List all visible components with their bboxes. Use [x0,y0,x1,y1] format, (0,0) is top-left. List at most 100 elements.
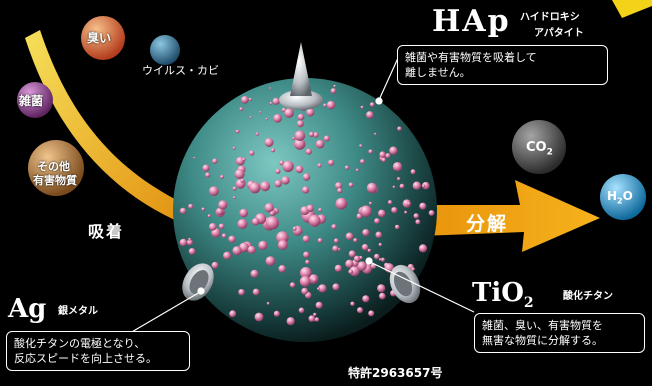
ag-name: 銀メタル [58,306,98,317]
pink-particle [275,168,281,174]
pink-particle [313,312,317,317]
pink-particle [368,310,375,317]
pink-particle [350,301,355,306]
ag-note-line1: 酸化チタンの電極となり、 [14,337,146,350]
pink-particle [264,138,274,147]
pink-particle [242,157,246,162]
pink-particle [367,248,371,253]
ag-note-box: 酸化チタンの電極となり、 反応スピードを向上させる。 [6,331,190,371]
pink-particle [378,258,382,261]
pink-particle [232,146,236,150]
pink-particle [218,223,225,230]
pink-particle [249,116,252,119]
pink-particle [273,114,282,123]
pink-particle [428,210,435,216]
co2-sub: 2 [546,147,553,158]
pink-particle [239,208,248,218]
pink-particle [286,317,295,326]
pink-particle [369,102,375,107]
pink-particle [392,162,403,172]
pink-particle [188,237,192,241]
pink-particle [269,101,273,105]
pink-particle [311,276,318,283]
pink-particle [249,150,255,156]
pink-particle [410,169,416,175]
pink-particle [247,245,256,254]
ag-note-line2: 反応スピードを向上させる。 [14,352,157,365]
pink-particle [357,261,367,271]
pink-particle [232,246,242,256]
pink-particle [318,208,323,212]
pink-particle [345,259,354,268]
pink-particle [270,148,276,153]
pink-particle [415,219,421,225]
tio2-main: TiO [472,278,524,308]
adsorption-label: 吸着 [88,222,125,241]
pink-particle [360,205,372,218]
pink-particle [179,207,187,215]
pink-particle [335,182,343,190]
pink-particle [188,203,194,209]
hap-note-box: 雑菌や有害物質を吸着して 離しません。 [397,45,608,85]
pink-particle [333,238,339,244]
pink-particle [216,208,224,216]
pink-particle [260,181,271,192]
pink-particle [362,229,370,237]
pink-particle [355,168,359,172]
pink-particle [344,165,349,170]
pink-particle [269,87,272,90]
tio2-sub: 2 [523,295,534,312]
pink-particle [377,284,386,293]
decomposition-label: 分解 [466,213,509,235]
pink-particle [366,182,378,194]
pink-particle [239,242,249,253]
ag-symbol: Ag [8,294,47,324]
pink-particle [380,257,385,262]
pink-particle [202,164,210,172]
pink-particle [240,178,245,183]
pink-particle [392,185,396,189]
pink-particle [368,149,373,154]
pink-particle [188,248,196,255]
pink-particle [250,269,259,278]
pink-particle [397,177,401,181]
pink-particle [193,156,196,159]
pink-particle [361,243,369,251]
other-harmful-ball [28,140,84,196]
pink-particle [265,256,276,266]
pink-particle [418,244,428,253]
pink-particle [348,182,354,188]
pink-particle [377,209,386,218]
pink-particle [235,129,240,134]
pink-particle [212,158,218,164]
pink-particle [251,217,260,226]
pink-particle [379,151,386,158]
pink-particle [348,269,354,275]
pink-particle [407,202,411,206]
tio2-note-line1: 雑菌、臭い、有害物質を [482,319,603,332]
pink-particle [209,186,219,197]
pink-particle [421,184,426,188]
pink-particle [317,287,320,291]
pink-particle [318,284,327,293]
pink-particle [353,255,361,262]
h2o-sub: 2 [617,196,623,206]
pink-particle [308,315,316,322]
pink-particle [272,97,280,105]
tio2-symbol: TiO2 [472,278,534,311]
pink-particle [331,224,337,230]
pink-particle [306,108,315,117]
pink-particle [284,108,294,118]
co2-ball [512,120,566,174]
pink-particle [266,302,270,305]
pink-particle [296,120,304,128]
pink-particle [379,292,386,300]
pink-particle [317,163,322,168]
pink-particle [308,214,321,227]
pink-particle [359,144,363,148]
pink-particle [332,283,340,291]
pink-particle [205,172,211,178]
pink-particle [289,282,296,288]
pink-particle [223,251,232,260]
odor-ball [81,16,125,60]
